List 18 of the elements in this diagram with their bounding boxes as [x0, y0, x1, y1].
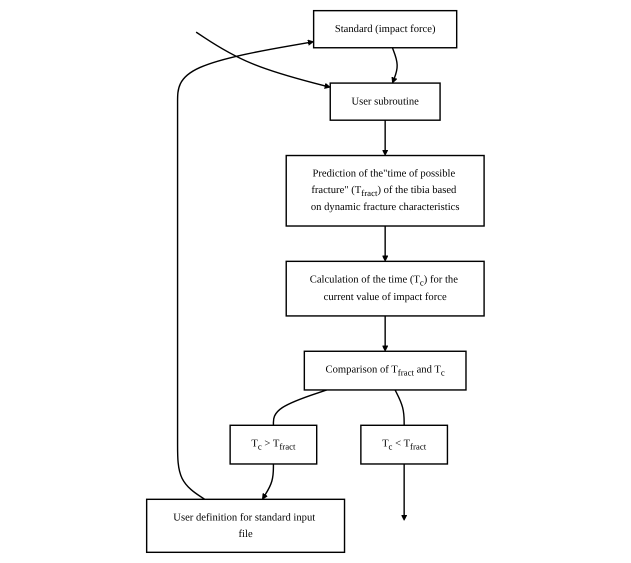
node-box: T$_{c}$ < T$_{fract}$ — [360, 424, 448, 465]
arrow — [177, 40, 314, 500]
arrow — [382, 226, 388, 262]
node-box: User definition for standard input file — [146, 498, 346, 554]
node-box: Comparison of T$_{fract}$ and T$_{c}$ — [304, 350, 467, 391]
node-box: Calculation of the time (T$_{c}$) for the current value of impact force — [286, 260, 485, 317]
arrow — [382, 316, 388, 352]
node-box: T$_{c}$ > T$_{fract}$ — [230, 424, 318, 465]
node-box: Standard (impact force) — [313, 10, 458, 48]
connector — [272, 389, 328, 426]
connector — [394, 390, 405, 426]
node-box: Prediction of the"time of possible fracture" (T$_{fract}$) of the tibia based on dynamic fracture characteristics — [286, 154, 485, 227]
arrow — [401, 464, 408, 521]
node-box: User subroutine — [330, 82, 441, 121]
arrow — [382, 120, 388, 156]
arrow — [196, 32, 331, 89]
arrow — [262, 464, 274, 500]
arrow — [392, 48, 398, 84]
